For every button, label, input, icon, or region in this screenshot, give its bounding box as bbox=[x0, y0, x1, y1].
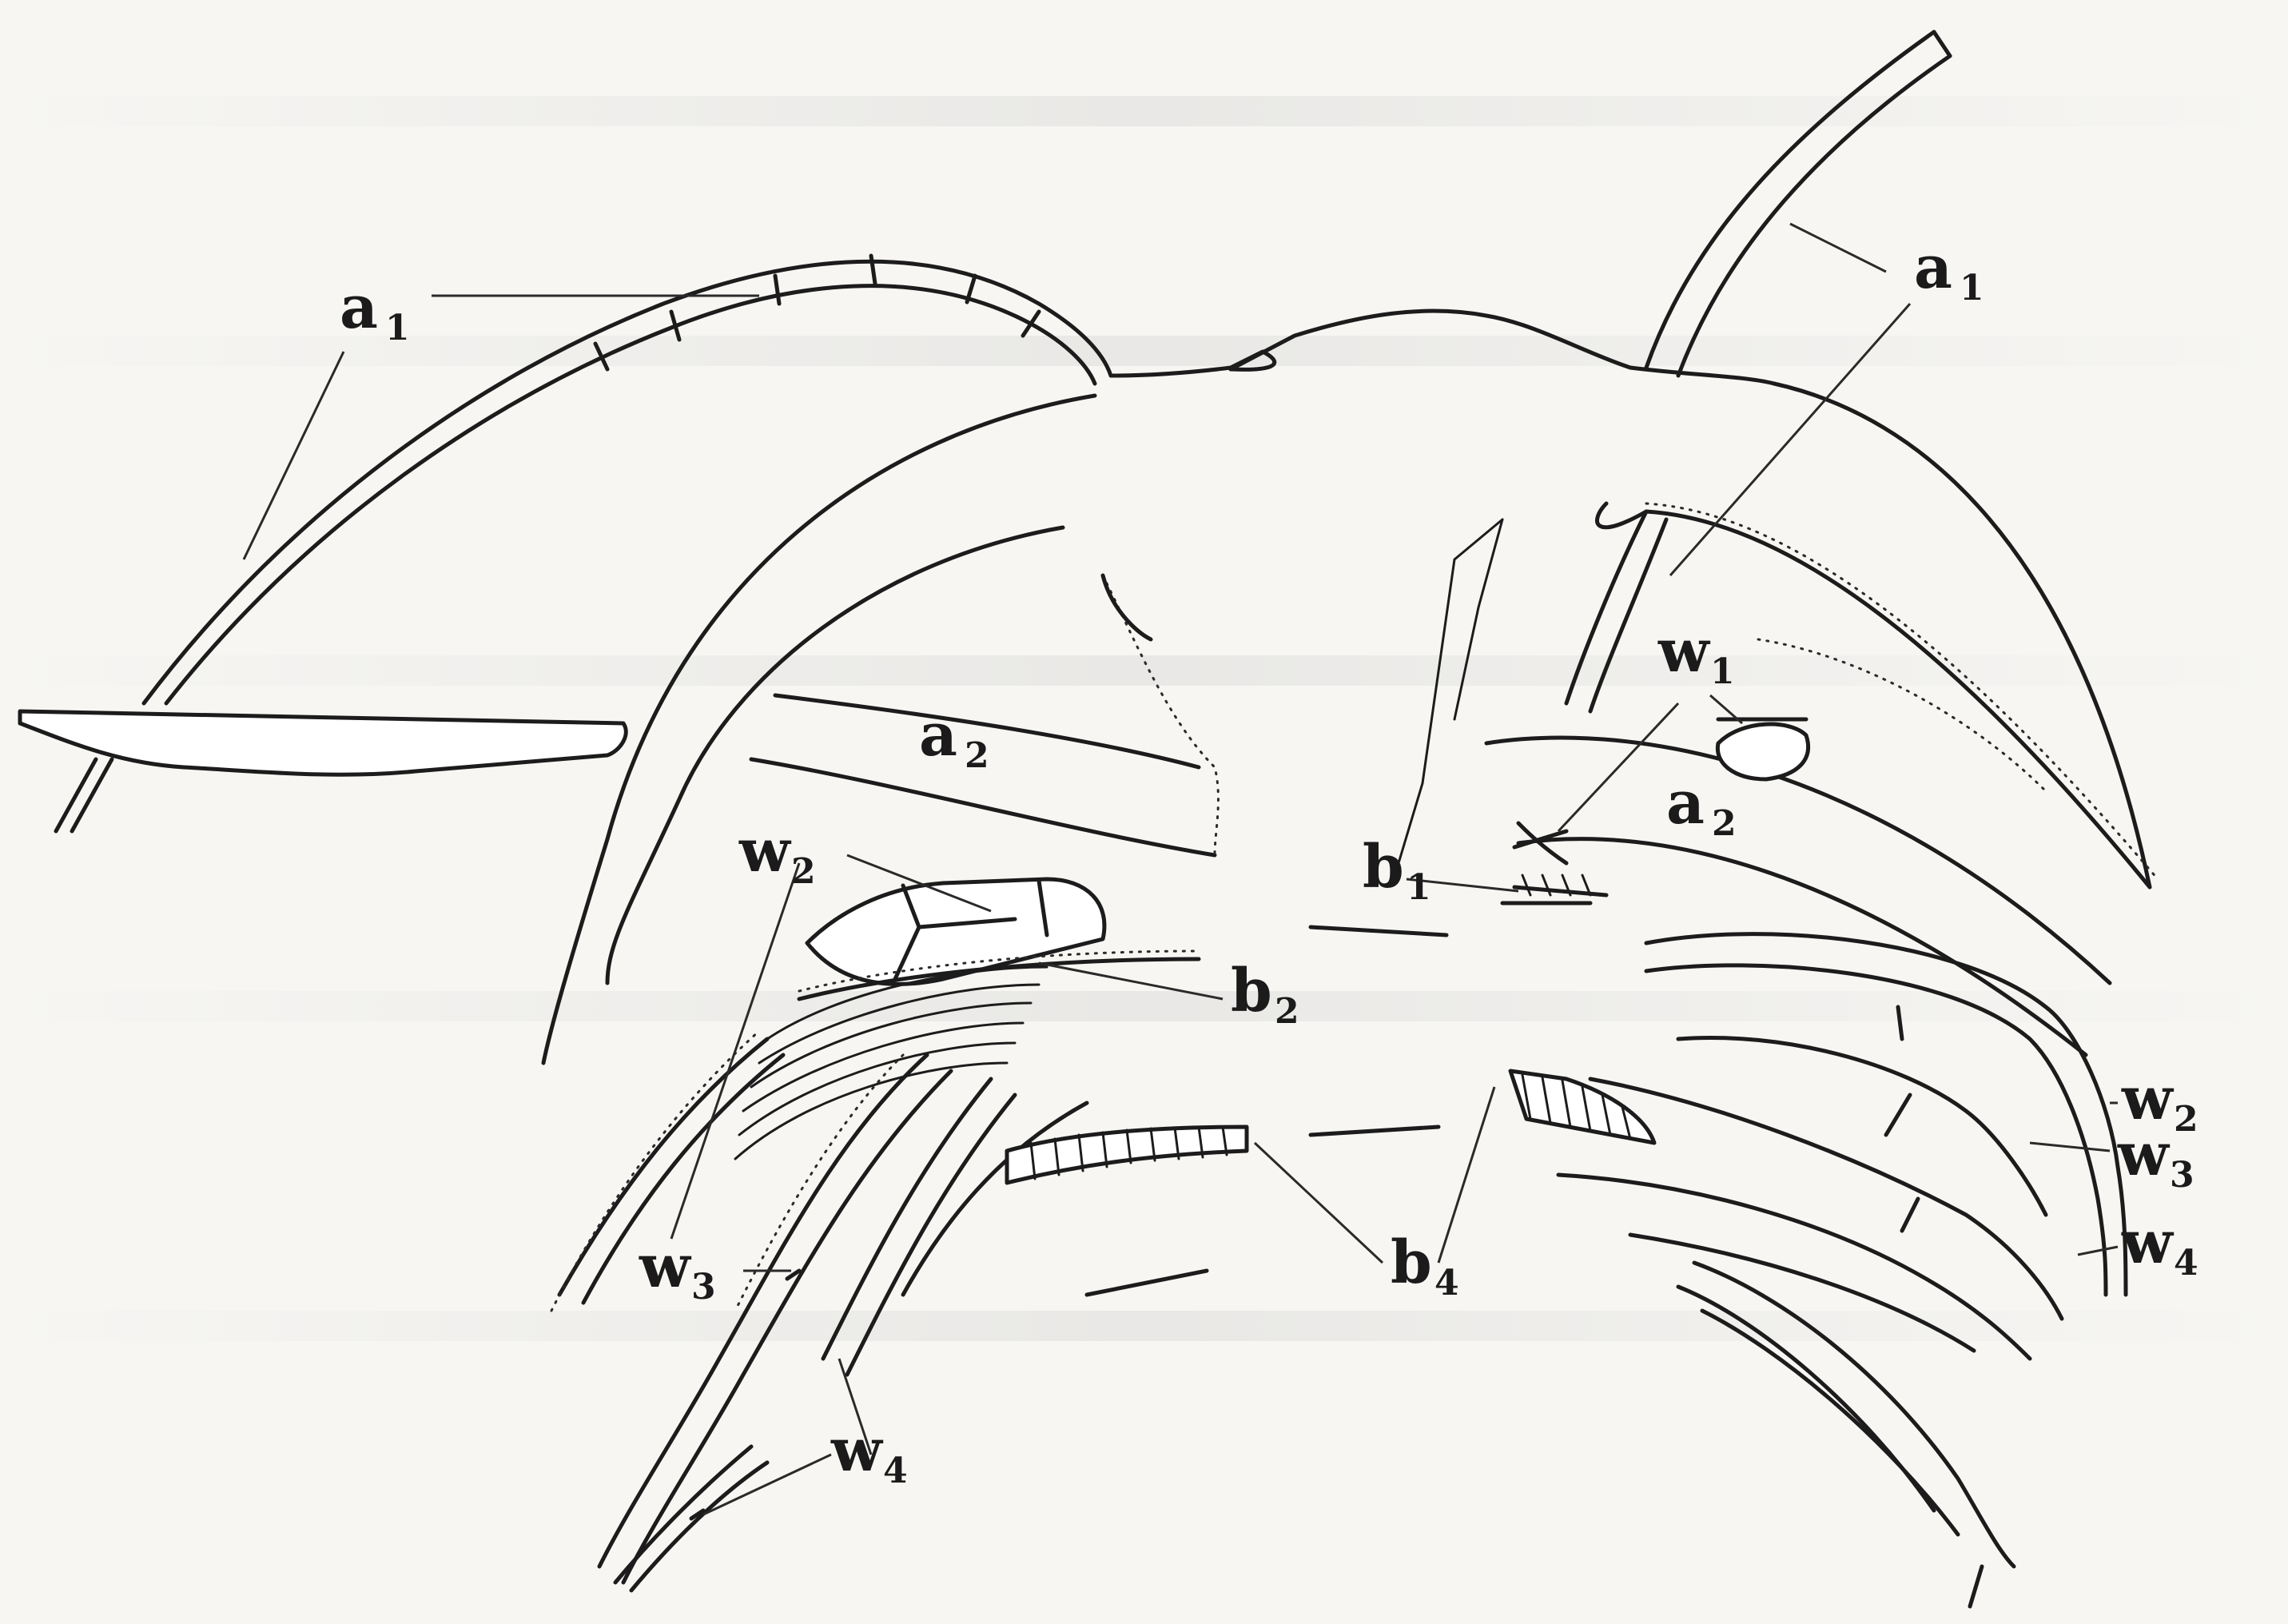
svg-text:4: 4 bbox=[1434, 1263, 1459, 1304]
svg-text:1: 1 bbox=[1960, 268, 1984, 308]
left-w4-veins bbox=[615, 1447, 767, 1590]
svg-text:1: 1 bbox=[1710, 651, 1735, 692]
svg-text:1: 1 bbox=[385, 308, 410, 348]
svg-text:2: 2 bbox=[2174, 1099, 2198, 1140]
svg-text:w: w bbox=[2117, 1120, 2171, 1189]
svg-text:a: a bbox=[1666, 769, 1705, 838]
label-w1: w 1 bbox=[1657, 617, 1735, 692]
svg-text:3: 3 bbox=[691, 1267, 716, 1308]
label-w4-left: w 4 bbox=[830, 1416, 908, 1491]
svg-text:w: w bbox=[639, 1232, 692, 1301]
leader-lines bbox=[244, 224, 2118, 1515]
svg-text:4: 4 bbox=[883, 1451, 908, 1491]
right-wing-veins bbox=[1558, 934, 2126, 1606]
right-vein-a1 bbox=[1566, 32, 1950, 711]
label-w3-left: w 3 bbox=[639, 1232, 716, 1308]
svg-text:4: 4 bbox=[2174, 1243, 2198, 1284]
svg-text:a: a bbox=[340, 273, 378, 342]
svg-text:a: a bbox=[919, 701, 957, 770]
svg-text:b: b bbox=[1391, 1228, 1432, 1297]
svg-text:1: 1 bbox=[1407, 867, 1431, 908]
left-stump bbox=[20, 711, 626, 831]
svg-text:w: w bbox=[738, 817, 792, 886]
label-b2: b 2 bbox=[1231, 957, 1299, 1032]
svg-text:2: 2 bbox=[1712, 803, 1737, 844]
left-vein-a1 bbox=[144, 256, 1111, 703]
right-b4-comb bbox=[1311, 903, 1654, 1143]
svg-text:w: w bbox=[2121, 1208, 2175, 1277]
label-a1-right: a 1 bbox=[1914, 233, 1984, 308]
left-w2-cell bbox=[807, 879, 1104, 984]
svg-text:a: a bbox=[1914, 233, 1952, 302]
label-w4-right: w 4 bbox=[2121, 1208, 2198, 1284]
b1-comb bbox=[1514, 875, 1606, 895]
label-w2-left: w 2 bbox=[738, 817, 816, 892]
left-a2-vein bbox=[751, 575, 1218, 855]
label-a2-left: a 2 bbox=[919, 701, 989, 776]
svg-text:w: w bbox=[1657, 617, 1711, 686]
left-b2-veins bbox=[735, 951, 1199, 1159]
svg-text:2: 2 bbox=[791, 851, 816, 892]
left-w3-veins bbox=[599, 1055, 1087, 1582]
svg-text:b: b bbox=[1363, 833, 1404, 902]
svg-text:b: b bbox=[1231, 957, 1272, 1025]
svg-text:2: 2 bbox=[1275, 991, 1299, 1032]
svg-text:2: 2 bbox=[965, 735, 989, 776]
label-a1-left: a 1 bbox=[340, 273, 410, 348]
svg-text:3: 3 bbox=[2170, 1155, 2194, 1196]
label-b4: b 4 bbox=[1391, 1228, 1459, 1304]
right-w1-region bbox=[1486, 639, 2110, 1055]
label-b1: b 1 bbox=[1363, 833, 1431, 908]
label-a2-right: a 2 bbox=[1666, 769, 1737, 844]
svg-text:w: w bbox=[830, 1416, 884, 1485]
